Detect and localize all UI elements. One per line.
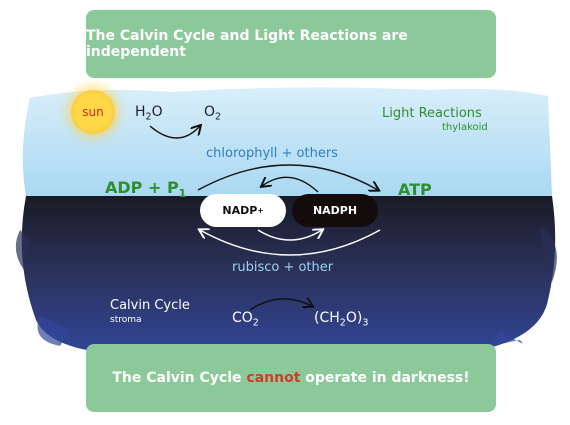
chlorophyll-label: chlorophyll + others bbox=[206, 146, 338, 161]
cannot-highlight: cannot bbox=[246, 370, 301, 386]
top-banner-text: The Calvin Cycle and Light Reactions are… bbox=[86, 28, 408, 60]
atp-to-adp-arrow bbox=[200, 230, 381, 256]
water-label: H2O bbox=[135, 104, 163, 123]
sun-icon: sun bbox=[71, 90, 115, 134]
adp-label: ADP + P1 bbox=[105, 178, 187, 200]
nadph-to-nadp-upper-arrow bbox=[262, 177, 319, 193]
thylakoid-label: thylakoid bbox=[442, 122, 488, 133]
bottom-banner-prefix: The Calvin Cycle bbox=[112, 370, 247, 386]
nadph-pill: NADPH bbox=[292, 194, 378, 227]
bottom-banner: The Calvin Cycle cannot operate in darkn… bbox=[86, 344, 496, 412]
atp-label: ATP bbox=[398, 180, 432, 199]
rubisco-label: rubisco + other bbox=[232, 260, 334, 275]
light-reactions-title: Light Reactions bbox=[382, 106, 482, 121]
nadp-to-nadph-lower-arrow bbox=[257, 230, 322, 241]
sugar-label: (CH2O)3 bbox=[314, 310, 369, 329]
bottom-banner-suffix: operate in darkness! bbox=[300, 370, 470, 386]
co2-to-sugar-arrow bbox=[249, 299, 312, 311]
nadp-pill: NADP+ bbox=[200, 194, 286, 227]
top-banner: The Calvin Cycle and Light Reactions are… bbox=[86, 10, 496, 78]
calvin-cycle-title: Calvin Cycle bbox=[110, 298, 190, 313]
co2-label: CO2 bbox=[232, 310, 259, 329]
dark-stroma-region bbox=[21, 196, 556, 357]
water-to-oxygen-arrow bbox=[149, 126, 200, 139]
adp-to-atp-arrow bbox=[197, 164, 378, 190]
sun-label: sun bbox=[82, 105, 104, 119]
bottom-banner-text: The Calvin Cycle cannot operate in darkn… bbox=[112, 370, 469, 386]
stroma-label: stroma bbox=[110, 315, 142, 325]
light-sky-region bbox=[22, 87, 553, 196]
oxygen-label: O2 bbox=[204, 104, 222, 123]
